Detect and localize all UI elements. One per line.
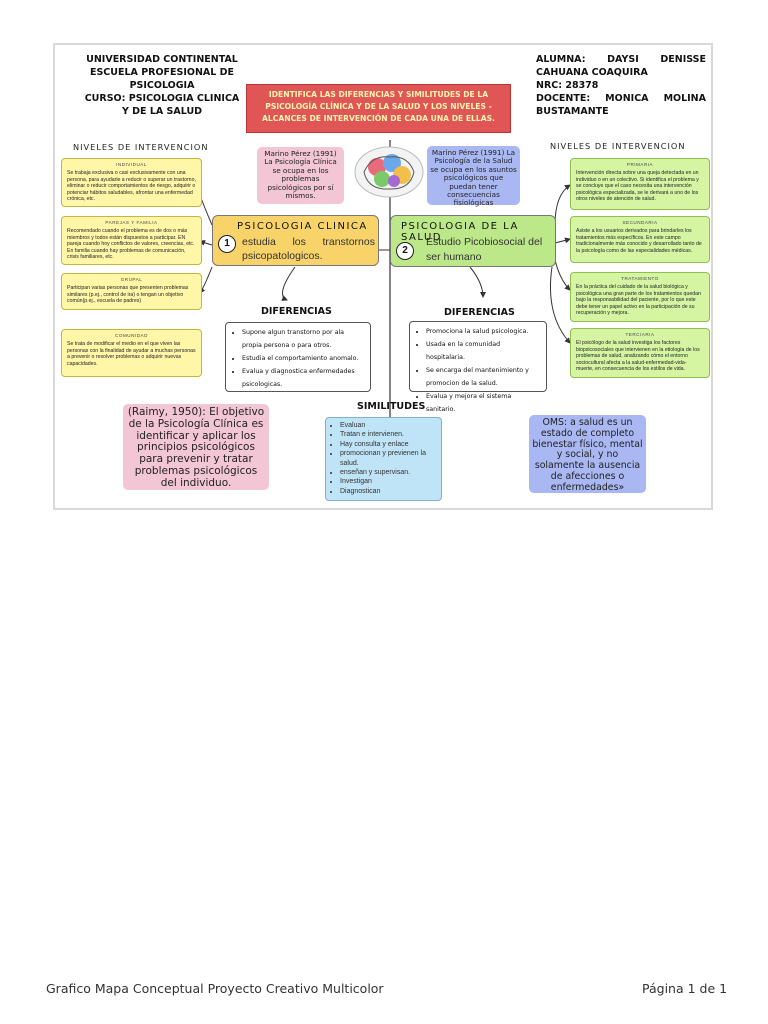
level-tratamiento: TRATAMIENTO En la práctica del cuidado d… bbox=[570, 272, 710, 322]
header-course: CURSO: PSICOLOGIA CLINICA Y DE LA SALUD bbox=[84, 93, 240, 117]
header-school: ESCUELA PROFESIONAL DE PSICOLOGIA bbox=[89, 67, 235, 91]
list-item: Se encarga del mantenimiento y promocion… bbox=[426, 364, 540, 390]
diferencias-salud-title: DIFERENCIAS bbox=[444, 307, 515, 318]
salud-label: PSICOLOGIA DE LA SALUD bbox=[401, 221, 519, 243]
salud-description: Estudio Picobiosocial del ser humano bbox=[426, 236, 543, 263]
level-title: COMUNIDAD bbox=[115, 333, 148, 338]
salud-number: 2 bbox=[396, 242, 414, 260]
level-text: Se trabaja exclusiva o casi exclusivamen… bbox=[67, 170, 196, 203]
header-nrc: NRC: 28378 bbox=[536, 80, 599, 91]
list-item: Diagnostican bbox=[340, 487, 437, 496]
similitudes-list: Evaluan Tratan e intervienen. Hay consul… bbox=[325, 417, 442, 501]
footer-page-number: Página 1 de 1 bbox=[642, 981, 728, 996]
level-terciaria: TERCIARIA El psicólogo de la salud inves… bbox=[570, 328, 710, 378]
level-text: Recomendado cuando el problema es de dos… bbox=[67, 228, 195, 261]
level-title: TRATAMIENTO bbox=[621, 276, 659, 281]
level-title: PAREJAS Y FAMILIA bbox=[105, 220, 158, 225]
level-text: Se trata de modificar el medio en el que… bbox=[67, 341, 196, 367]
level-title: TERCIARIA bbox=[625, 332, 655, 337]
level-title: PRIMARIA bbox=[626, 162, 654, 167]
level-primaria: PRIMARIA Intervención directa sobre una … bbox=[570, 158, 710, 210]
header-teacher: DOCENTE: MONICA MOLINA BUSTAMANTE bbox=[536, 93, 706, 117]
list-item: Estudia el comportamiento anomalo. bbox=[242, 352, 364, 365]
clinica-description: estudia los transtornos psicopatologicos… bbox=[242, 236, 375, 262]
level-comunidad: COMUNIDAD Se trata de modificar el medio… bbox=[61, 329, 202, 377]
list-item: enseñan y supervisan. bbox=[340, 468, 437, 477]
header-university: UNIVERSIDAD CONTINENTAL bbox=[86, 54, 238, 65]
quote-marino-clinica: Marino Pérez (1991) La Psicología Clínic… bbox=[257, 147, 344, 204]
list-item: Tratan e intervienen. bbox=[340, 430, 437, 439]
main-title: IDENTIFICA LAS DIFERENCIAS Y SIMILITUDES… bbox=[246, 84, 511, 133]
clinica-number: 1 bbox=[218, 235, 236, 253]
list-item: Evalua y diagnostica enfermedades psicol… bbox=[242, 365, 364, 391]
list-item: Evalua y mejora el sistema sanitario. bbox=[426, 390, 540, 416]
concept-map-frame: UNIVERSIDAD CONTINENTAL ESCUELA PROFESIO… bbox=[53, 43, 713, 510]
level-parejas-familia: PAREJAS Y FAMILIA Recomendado cuando el … bbox=[61, 216, 202, 265]
level-title: SECUNDARIA bbox=[622, 220, 658, 225]
similitudes-title: SIMILITUDES bbox=[357, 401, 426, 412]
header-student-info: ALUMNA: DAYSI DENISSE CAHUANA COAQUIRA N… bbox=[536, 53, 706, 118]
list-item: Supone algun transtorno por ala propia p… bbox=[242, 326, 364, 352]
brain-illustration bbox=[354, 146, 424, 198]
list-item: promocionan y previenen la salud. bbox=[340, 449, 437, 468]
level-secundaria: SECUNDARIA Asiste a los usuarios derivad… bbox=[570, 216, 710, 263]
footer-document-title: Grafico Mapa Conceptual Proyecto Creativ… bbox=[46, 981, 384, 996]
clinica-label: PSICOLOGIA CLINICA bbox=[237, 221, 368, 232]
quote-raimy: (Raimy, 1950): El objetivo de la Psicolo… bbox=[123, 404, 269, 490]
header-institution: UNIVERSIDAD CONTINENTAL ESCUELA PROFESIO… bbox=[82, 53, 242, 118]
diferencias-salud-list: Promociona la salud psicologica. Usada e… bbox=[409, 321, 547, 413]
level-text: El psicólogo de la salud investiga los f… bbox=[576, 340, 700, 373]
list-item: Usada en la comunidad hospitalaria. bbox=[426, 338, 540, 364]
level-grupal: GRUPAL Participan varias personas que pr… bbox=[61, 273, 202, 310]
niveles-label-right: NIVELES DE INTERVENCION bbox=[550, 141, 686, 151]
list-item: Promociona la salud psicologica. bbox=[426, 325, 540, 338]
niveles-label-left: NIVELES DE INTERVENCION bbox=[73, 142, 209, 152]
level-title: GRUPAL bbox=[120, 277, 143, 282]
quote-oms: OMS: a salud es un estado de completo bi… bbox=[529, 415, 646, 493]
diferencias-clinica-title: DIFERENCIAS bbox=[261, 306, 332, 317]
list-item: Evaluan bbox=[340, 421, 437, 430]
list-item: Hay consulta y enlace bbox=[340, 440, 437, 449]
psicologia-clinica-box: PSICOLOGIA CLINICA 1 estudia los transto… bbox=[212, 215, 379, 266]
level-text: Asiste a los usuarios derivados para bri… bbox=[576, 228, 702, 254]
header-student: ALUMNA: DAYSI DENISSE CAHUANA COAQUIRA bbox=[536, 54, 706, 78]
level-title: INDIVIDUAL bbox=[116, 162, 147, 167]
level-text: Intervención directa sobre una queja det… bbox=[576, 170, 699, 203]
psicologia-salud-box: PSICOLOGIA DE LA SALUD 2 Estudio Picobio… bbox=[390, 215, 556, 267]
quote-marino-salud: Marino Pérez (1991) La Psicología de la … bbox=[427, 146, 520, 207]
diferencias-clinica-list: Supone algun transtorno por ala propia p… bbox=[225, 322, 371, 392]
list-item: Investigan bbox=[340, 477, 437, 486]
level-text: En la práctica del cuidado de la salud b… bbox=[576, 284, 701, 317]
level-individual: INDIVIDUAL Se trabaja exclusiva o casi e… bbox=[61, 158, 202, 207]
level-text: Participan varias personas que presenten… bbox=[67, 285, 189, 305]
